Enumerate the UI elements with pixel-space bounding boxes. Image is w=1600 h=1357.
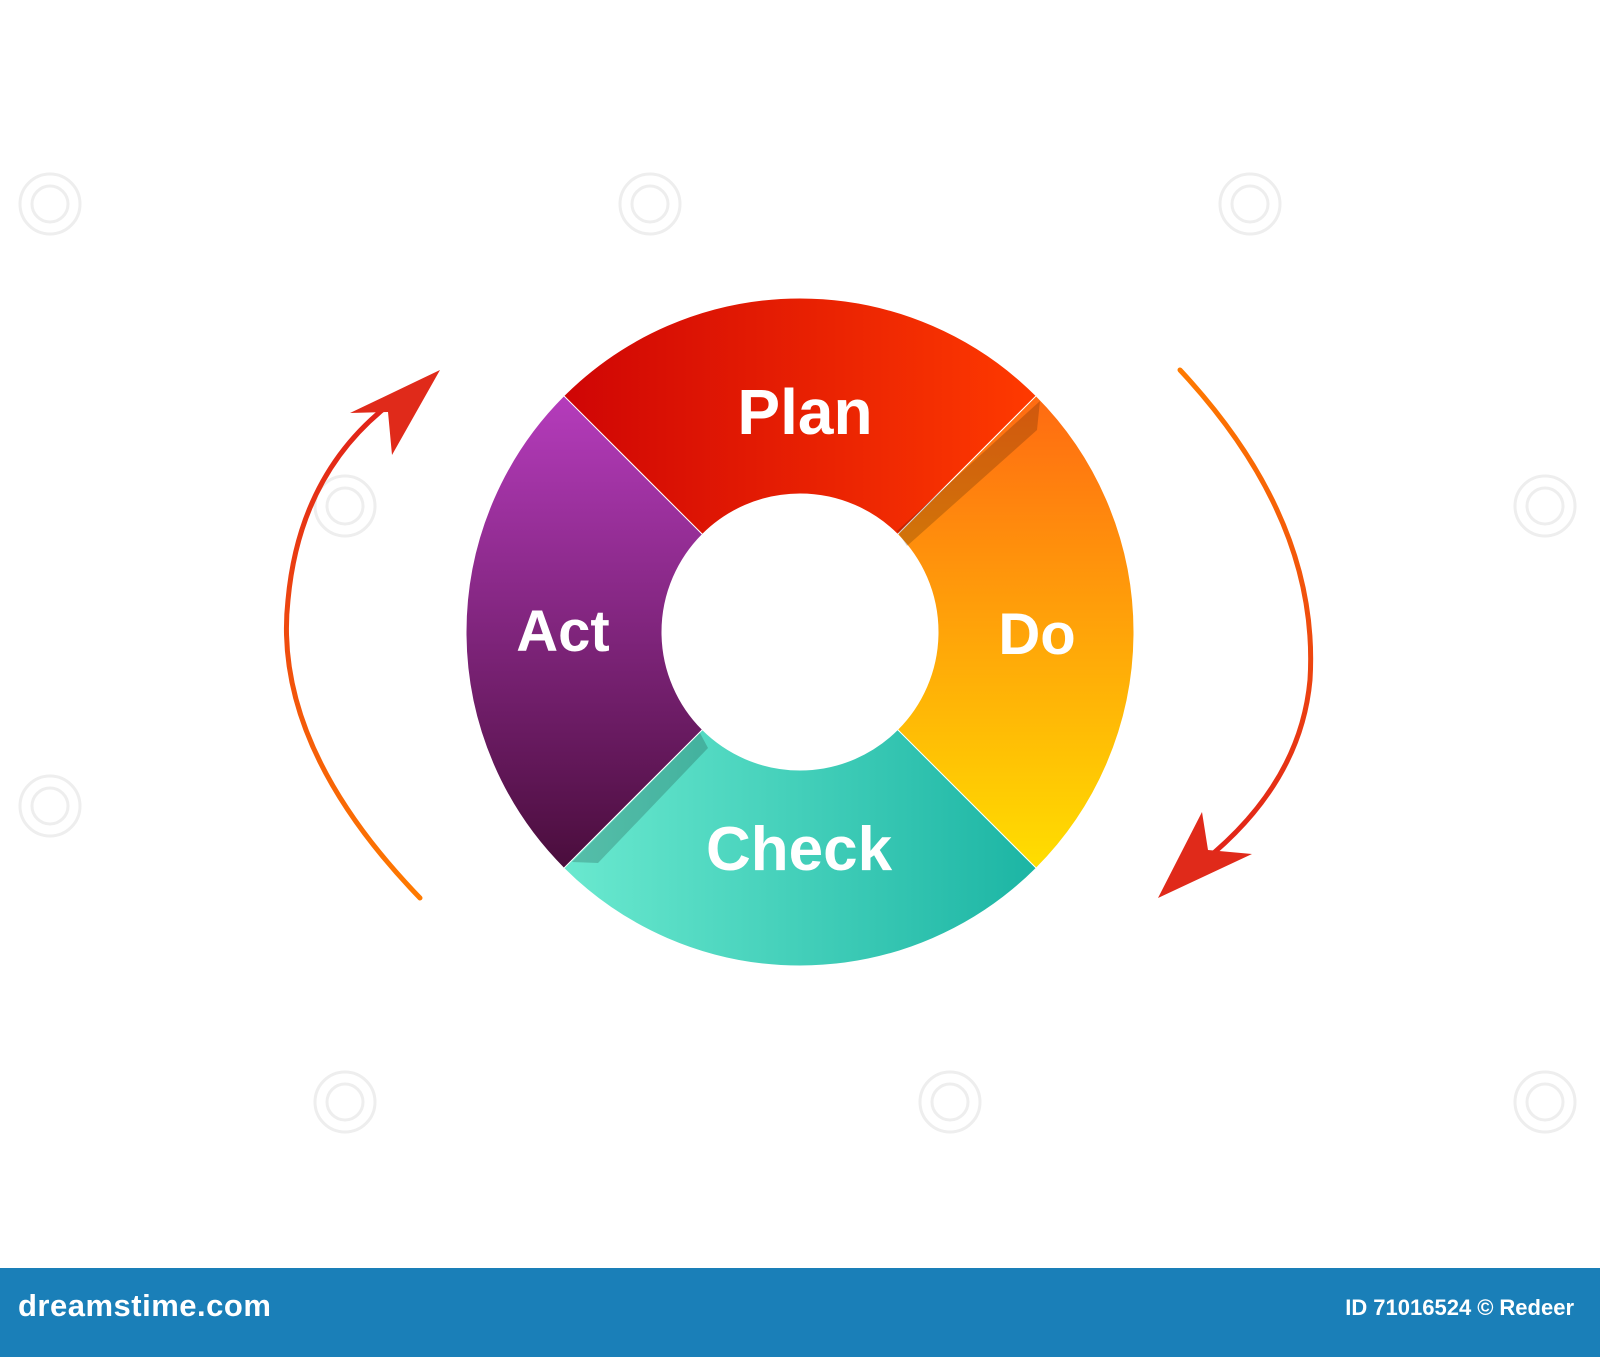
arrow-head-up-icon: [350, 370, 440, 455]
act-label: Act: [516, 599, 609, 664]
author-name: Redeer: [1499, 1295, 1574, 1320]
do-segment: [896, 395, 1135, 869]
cycle-svg: Plan Do Check Act: [18, 172, 1577, 1134]
id-label: ID: [1345, 1295, 1368, 1320]
do-label: Do: [998, 602, 1075, 667]
right-cycle-arrow: [1158, 367, 1314, 898]
cycle-ring: [465, 297, 1135, 967]
pdca-diagram: Plan Do Check Act: [18, 172, 1577, 1134]
footer-brand: dreamstime.com: [18, 1288, 272, 1323]
plan-segment: [563, 297, 1037, 536]
watermark-pattern: [18, 172, 1577, 1134]
segment-shadows: [572, 401, 1040, 863]
copyright-icon: ©: [1477, 1295, 1494, 1320]
arrow-head-down-icon: [1158, 812, 1252, 898]
check-segment: [563, 728, 1037, 967]
plan-label: Plan: [737, 376, 872, 448]
id-number: 71016524: [1373, 1295, 1472, 1320]
act-segment: [465, 395, 704, 869]
left-cycle-arrow: [283, 370, 440, 901]
check-label: Check: [706, 815, 893, 884]
